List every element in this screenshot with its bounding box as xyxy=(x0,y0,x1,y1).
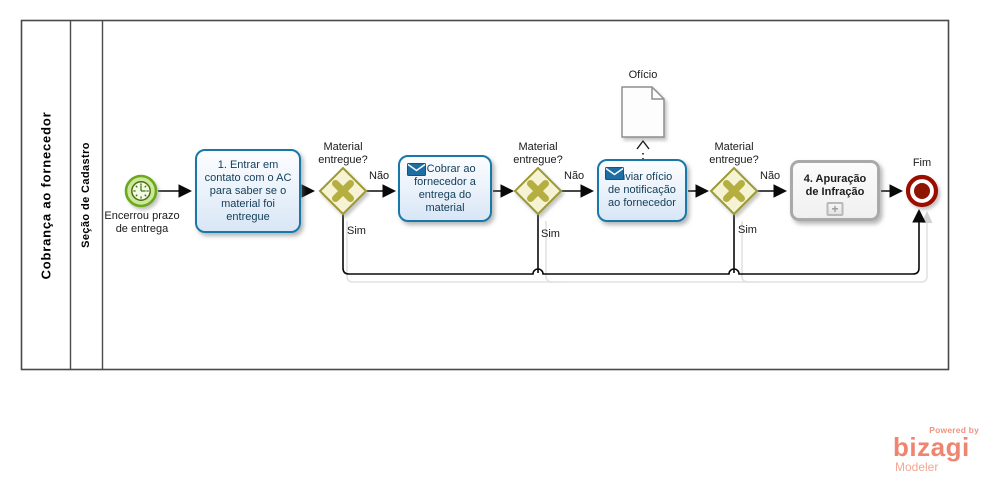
document-fold-icon xyxy=(651,87,664,100)
task-1-label: 1. Entrar em contato com o AC para saber… xyxy=(204,158,292,223)
task-2-send[interactable]: 2. Cobrar ao fornecedor a entrega do mat… xyxy=(398,155,492,222)
task-3-label: Enviar ofício de notificação ao forneced… xyxy=(608,171,676,209)
exclusive-gateway-x-icon xyxy=(332,180,354,202)
lane-title-text: Seção de Cadastro xyxy=(80,142,92,248)
pool-title-text: Cobrança ao fornecedor xyxy=(38,111,54,279)
bizagi-logo-text: bizagi xyxy=(893,432,970,462)
gateway-1-question: Material entregue? xyxy=(318,141,368,166)
message-envelope-icon xyxy=(407,163,426,176)
data-object-label: Ofício xyxy=(628,69,658,81)
data-object-oficio[interactable] xyxy=(621,86,665,138)
message-envelope-icon xyxy=(605,167,624,180)
exclusive-gateway-x-icon xyxy=(527,180,549,202)
flow-label-yes-2: Sim xyxy=(541,228,560,240)
end-event-core xyxy=(914,183,930,199)
task-1[interactable]: 1. Entrar em contato com o AC para saber… xyxy=(195,149,301,233)
connector-shadows xyxy=(346,221,928,283)
lane-header[interactable]: Seção de Cadastro xyxy=(70,20,102,370)
gateway-2-question: Material entregue? xyxy=(513,141,563,166)
gateway-1[interactable] xyxy=(318,166,368,216)
task-4-subprocess[interactable]: 4. Apuração de Infração + xyxy=(790,160,880,221)
gateway-3[interactable] xyxy=(709,166,759,216)
timer-clock-icon xyxy=(131,181,151,201)
flow-yes-merge-to-end[interactable] xyxy=(342,208,926,275)
flow-label-yes-3: Sim xyxy=(738,224,757,236)
start-event-label: Encerrou prazo de entrega xyxy=(104,210,180,235)
flow-label-no-3: Não xyxy=(760,170,781,182)
flow-label-no-1: Não xyxy=(369,170,390,182)
exclusive-gateway-x-icon xyxy=(723,180,745,202)
shadow-arrowhead xyxy=(921,211,933,223)
modeler-text: Modeler xyxy=(895,460,939,474)
powered-by-text: Powered by xyxy=(929,425,979,435)
gateways-layer xyxy=(318,166,759,216)
start-timer-event[interactable] xyxy=(124,174,158,208)
end-event[interactable] xyxy=(905,174,939,208)
end-event-label: Fim xyxy=(912,157,932,169)
pool-header[interactable]: Cobrança ao fornecedor xyxy=(21,20,70,370)
subprocess-expand-icon[interactable]: + xyxy=(826,202,844,216)
pool-border[interactable] xyxy=(20,19,950,371)
task-3-send[interactable]: Enviar ofício de notificação ao forneced… xyxy=(597,159,687,222)
flow-label-no-2: Não xyxy=(564,170,585,182)
gateway-3-question: Material entregue? xyxy=(709,141,759,166)
task-4-label: 4. Apuração de Infração xyxy=(803,172,867,198)
bizagi-watermark[interactable]: Powered by bizagi Modeler xyxy=(893,425,979,474)
plus-glyph: + xyxy=(831,202,839,216)
association-arrowhead xyxy=(636,139,650,150)
task-2-label: 2. Cobrar ao fornecedor a entrega do mat… xyxy=(414,162,476,214)
flow-label-yes-1: Sim xyxy=(347,225,366,237)
gateway-2[interactable] xyxy=(513,166,563,216)
association-task3-to-oficio[interactable] xyxy=(636,139,650,161)
